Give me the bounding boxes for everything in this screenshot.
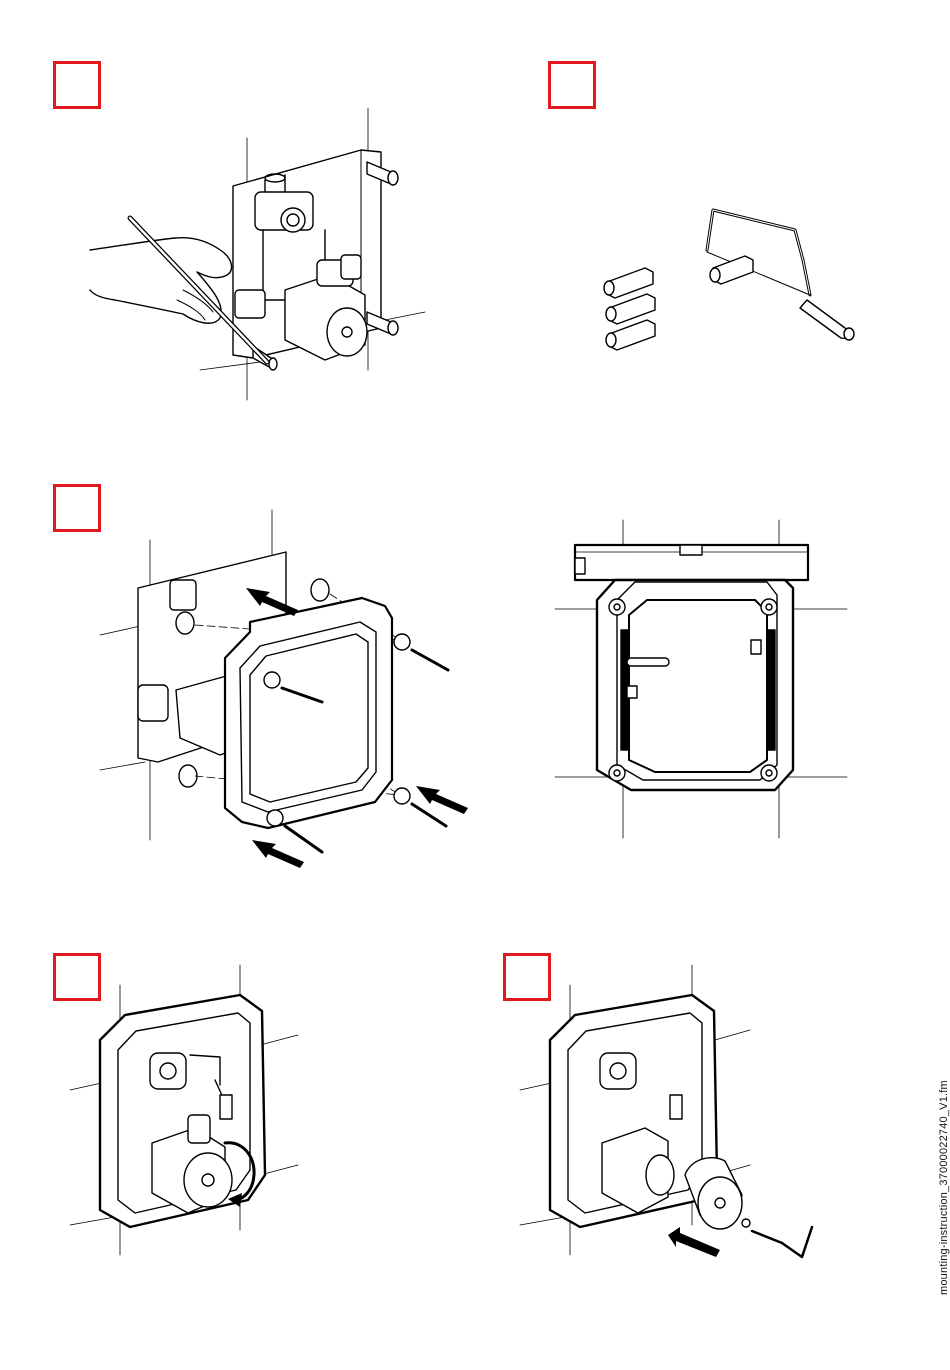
illustration-remove-cap bbox=[520, 965, 820, 1265]
illustration-attach-frame bbox=[100, 510, 480, 880]
footer-filename: mounting-instruction_37000022740_V1.fm bbox=[938, 1080, 950, 1295]
illustration-cut-sleeves bbox=[595, 200, 865, 350]
hacksaw bbox=[707, 210, 854, 340]
step-box-3 bbox=[53, 484, 101, 532]
illustration-mark-wall bbox=[85, 100, 435, 410]
illustration-turn-cartridge bbox=[70, 965, 310, 1260]
sleeve-group bbox=[604, 268, 655, 350]
step-box-2 bbox=[548, 61, 596, 109]
illustration-check-level bbox=[555, 520, 850, 840]
